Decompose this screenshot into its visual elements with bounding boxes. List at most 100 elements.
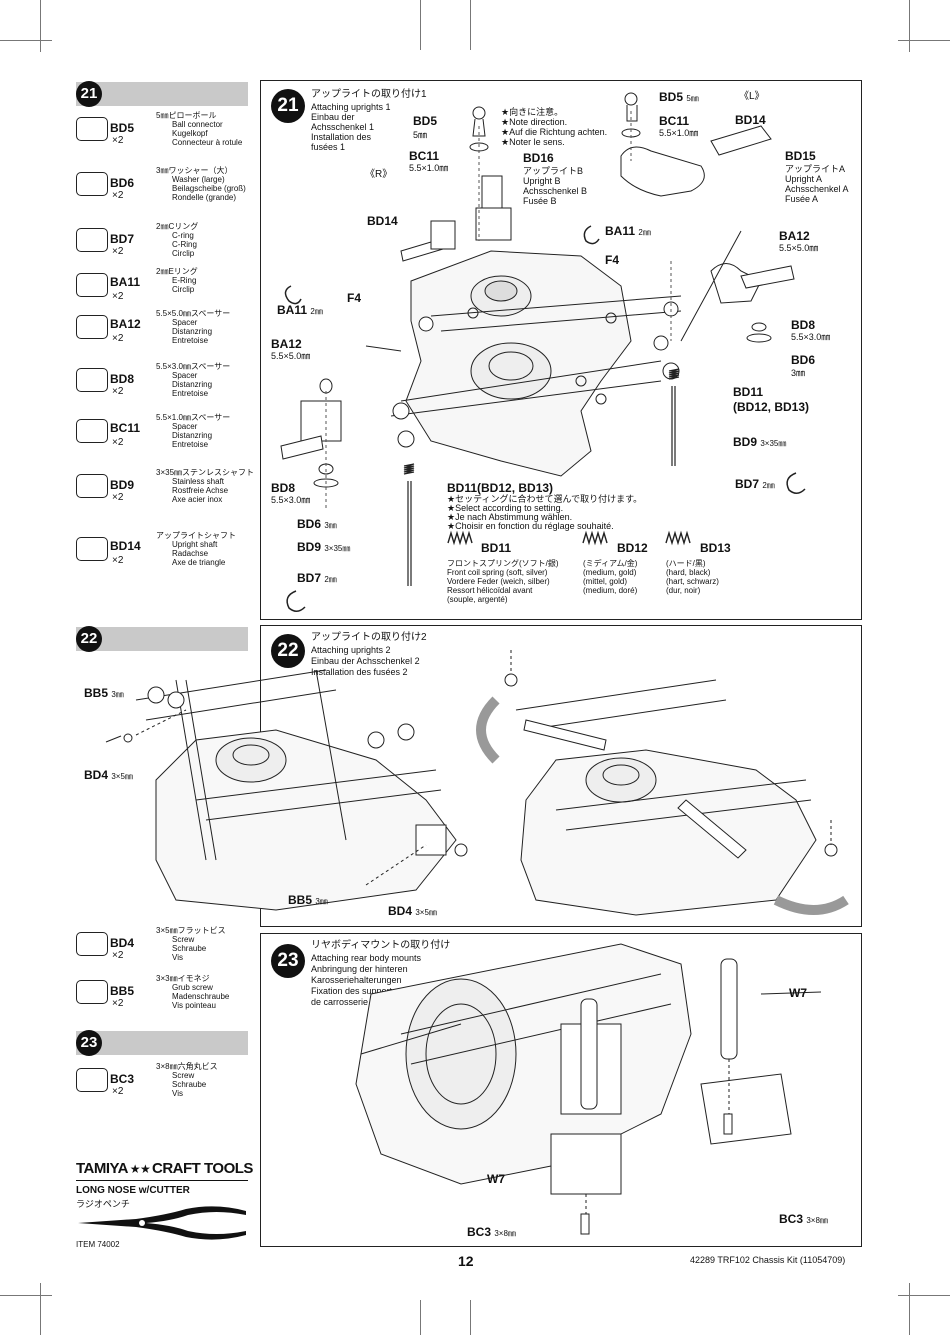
step23-parts-number: 23 (76, 1030, 102, 1056)
label-bd14-right: BD14 (735, 113, 766, 127)
part-code: BD5 (110, 121, 135, 135)
part-qty: ×2 (112, 135, 124, 146)
spring-desc: (ミディアム/金) (583, 559, 638, 568)
part-name: Circlip (172, 285, 195, 294)
step23-number: 23 (271, 944, 305, 978)
text-line: Attaching rear body mounts (311, 953, 422, 963)
part-code: BD6 (110, 176, 135, 190)
step22-parts-header (76, 627, 248, 651)
part-size: 5㎜ピローボール (156, 111, 217, 120)
part-name: Entretoise (172, 389, 209, 398)
part-qty: ×2 (112, 492, 124, 503)
text-line: ★Auf die Richtung achten. (501, 127, 608, 137)
label-bd5-left-size: 5㎜ (413, 130, 428, 140)
part-qty: ×2 (112, 291, 124, 302)
part-name: E-Ring (172, 276, 197, 285)
part-name: Axe de triangle (172, 558, 226, 567)
spring-desc: (medium, gold) (583, 568, 637, 577)
text-line: fusées 1 (311, 142, 346, 152)
text-line: Attaching uprights 1 (311, 102, 391, 112)
part-name: C-Ring (172, 240, 197, 249)
part-bd5-icon (76, 117, 108, 141)
part-name: Upright shaft (172, 540, 218, 549)
label-bd6-right-size: 3㎜ (791, 368, 806, 378)
text-line: Upright B (523, 176, 561, 186)
part-size: 5.5×3.0㎜スペーサー (156, 362, 231, 371)
label-bd5-right: BD5 5㎜ (659, 90, 699, 104)
label-bd9-left: BD9 3×35㎜ (297, 540, 351, 554)
part-name: Distanzring (172, 380, 213, 389)
label-bd8-left: BD8 (271, 481, 296, 495)
text-line: アップライトA (785, 164, 846, 174)
part-name: Schraube (172, 944, 207, 953)
label-bd11-center: BD11(BD12, BD13) (447, 481, 554, 495)
page-number: 12 (458, 1253, 474, 1269)
label-bd7-left: BD7 2㎜ (297, 571, 337, 585)
part-name: Screw (172, 935, 195, 944)
spring-desc: (ハード/黒) (666, 559, 706, 568)
step22-title-jp: アップライトの取り付け2 (311, 632, 427, 643)
text-line: ★Je nach Abstimmung wählen. (447, 512, 573, 522)
part-code: BD14 (110, 539, 141, 553)
label-bd7-right: BD7 2㎜ (735, 477, 775, 491)
part-ba11-icon (76, 273, 108, 297)
text-line: アップライトB (523, 166, 584, 176)
direction-notes: ★向きに注意。★Note direction.★Auf die Richtung… (501, 107, 607, 147)
step23-parts-header (76, 1031, 248, 1055)
part-name: Radachse (172, 549, 209, 558)
label-ba11-right: BA11 2㎜ (605, 224, 651, 238)
part-name: Axe acier inox (172, 495, 223, 504)
step23-title-jp: リヤボディマウントの取り付け (311, 940, 451, 951)
part-name: Rondelle (grande) (172, 193, 237, 202)
text-line: Fusée A (785, 194, 819, 204)
text-line: Upright A (785, 174, 823, 184)
side-left-marker: 《L》 (739, 91, 765, 102)
text-line: Fixation des supports (311, 986, 397, 996)
text-line: ★Select according to setting. (447, 503, 564, 513)
label-bb5-bottom: BB5 3㎜ (288, 893, 328, 907)
spring-desc: (souple, argenté) (447, 595, 508, 604)
label-ba12-left: BA12 (271, 337, 302, 351)
label-bd11-right-alt: (BD12, BD13) (733, 400, 810, 414)
tool-brand-2: CRAFT TOOLS (152, 1160, 253, 1177)
part-qty: ×2 (112, 555, 124, 566)
part-name: Rostfreie Achse (172, 486, 229, 495)
part-size: 3×5㎜フラットビス (156, 926, 226, 935)
part-name: Grub screw (172, 983, 213, 992)
step21-number: 21 (271, 89, 305, 123)
part-size: 3㎜ワッシャー（大） (156, 166, 233, 175)
text-line: Installation des fusées 2 (311, 667, 408, 677)
part-ba12-icon (76, 315, 108, 339)
part-name: Screw (172, 1071, 195, 1080)
text-line: Karosseriehalterungen (311, 975, 402, 985)
label-bd8-left-size: 5.5×3.0㎜ (271, 495, 311, 505)
step21-parts-number: 21 (76, 81, 102, 107)
text-line: ★セッティングに合わせて選んで取り付けます。 (447, 494, 643, 504)
label-bc11-left: BC11 (409, 149, 440, 163)
label-bd6-left: BD6 3㎜ (297, 517, 337, 531)
part-name: Distanzring (172, 327, 213, 336)
tool-brand-logo: TAMIYA★★CRAFT TOOLS (76, 1160, 253, 1177)
part-name: Stainless shaft (172, 477, 225, 486)
tool-name-jp: ラジオペンチ (76, 1199, 130, 1209)
text-line: Fusée B (523, 196, 557, 206)
part-name: Spacer (172, 371, 198, 380)
label-ba12-right-size: 5.5×5.0㎜ (779, 243, 819, 253)
part-qty: ×2 (112, 386, 124, 397)
part-qty: ×2 (112, 333, 124, 344)
label-bc11-left-size: 5.5×1.0㎜ (409, 163, 449, 173)
tool-divider (76, 1180, 248, 1181)
footer-kit-info: 42289 TRF102 Chassis Kit (11054709) (690, 1255, 846, 1265)
part-code: BA11 (110, 275, 141, 289)
part-code: BD7 (110, 232, 135, 246)
label-bd11-right: BD11 (733, 385, 764, 399)
label-w7-left: W7 (487, 1172, 505, 1186)
part-name: Entretoise (172, 336, 209, 345)
text-line: Achsschenkel A (785, 184, 849, 194)
step21-parts-header (76, 82, 248, 106)
part-size: アップライトシャフト (156, 531, 236, 540)
tool-item-number: ITEM 74002 (76, 1240, 120, 1249)
tool-brand: TAMIYA (76, 1160, 129, 1177)
part-name: Madenschraube (172, 992, 230, 1001)
